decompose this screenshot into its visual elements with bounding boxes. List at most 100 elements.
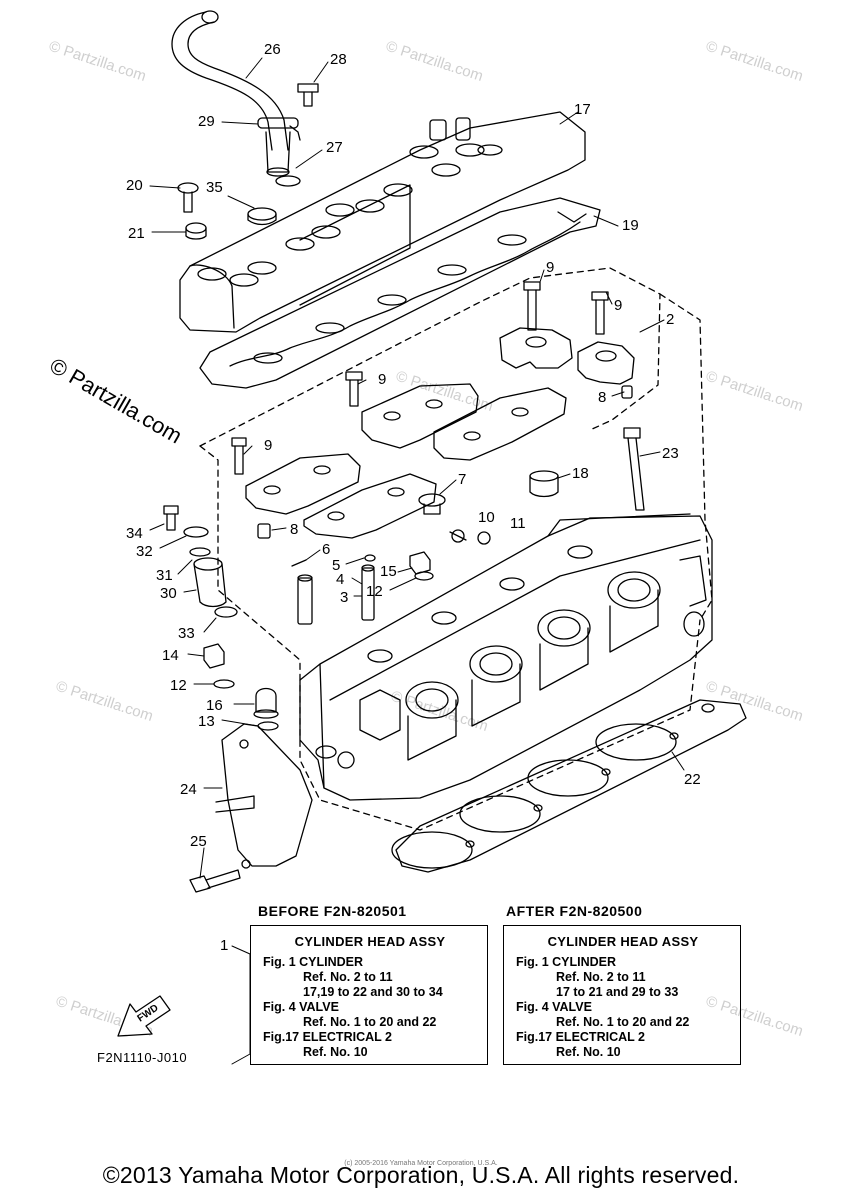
callout-12: 12 [366, 583, 383, 600]
callout-5: 5 [332, 557, 340, 574]
assy-outline-right [659, 293, 713, 621]
callout-8: 8 [290, 521, 298, 538]
callout-21: 21 [128, 225, 145, 242]
watermark: © Partzilla.com [47, 38, 148, 85]
valve-guide-4 [297, 574, 313, 625]
callout-20: 20 [126, 177, 143, 194]
cylinder-head-cover-17 [179, 111, 586, 333]
callout-35: 35 [206, 179, 223, 196]
before-ref-line: Ref. No. 10 [303, 1045, 368, 1059]
washer-12 [414, 571, 434, 581]
dowel-pin-8 [621, 385, 633, 399]
callout-25: 25 [190, 833, 207, 850]
dowel-pin-8 [257, 523, 271, 539]
callout-3: 3 [340, 589, 348, 606]
cap-nut-16 [253, 687, 279, 719]
before-fig-row: Fig.17 ELECTRICAL 2 [263, 1030, 392, 1044]
cylinder-head-main [299, 513, 713, 801]
bolt-28 [297, 83, 319, 107]
callout-10: 10 [478, 509, 495, 526]
breather-hose-26 [171, 10, 301, 177]
callout-9: 9 [264, 437, 272, 454]
sleeve-30 [193, 557, 227, 608]
before-ref-line: Ref. No. 1 to 20 and 22 [303, 1015, 437, 1029]
after-fig-row: Fig. 4 VALVE [516, 1000, 592, 1014]
before-fig-row: Fig. 4 VALVE [263, 1000, 339, 1014]
bolt-20 [177, 182, 199, 213]
callout-4: 4 [336, 571, 344, 588]
after-reference-box: CYLINDER HEAD ASSY Fig. 1 CYLINDER Ref. … [503, 925, 741, 1065]
callout-17: 17 [574, 101, 591, 118]
bolts-9-top [163, 281, 609, 531]
callout-14: 14 [162, 647, 179, 664]
callout-12: 12 [170, 677, 187, 694]
callout-2: 2 [666, 311, 674, 328]
bolt-25 [189, 869, 241, 893]
callout-8: 8 [598, 389, 606, 406]
callout-1: 1 [220, 937, 228, 954]
callout-34: 34 [126, 525, 143, 542]
washer-12 [213, 679, 235, 689]
bolt-23 [623, 427, 645, 511]
callout-7: 7 [458, 471, 466, 488]
nut-15 [409, 551, 431, 575]
before-heading: BEFORE F2N-820501 [258, 903, 407, 919]
callout-31: 31 [156, 567, 173, 584]
cover-gasket-19 [199, 197, 601, 389]
watermark-layer: © Partzilla.com © Partzilla.com © Partzi… [46, 38, 806, 1040]
callout-9: 9 [546, 259, 554, 276]
plug-35 [247, 207, 277, 226]
washer-11 [477, 531, 491, 545]
callout-26: 26 [264, 41, 281, 58]
grommet-21 [185, 222, 207, 240]
o-ring-31 [189, 547, 211, 557]
assy-2-outline [199, 267, 661, 447]
callout-22: 22 [684, 771, 701, 788]
cam-caps-lower [245, 453, 437, 539]
watermark-large: © Partzilla.com [46, 353, 187, 449]
before-box-title: CYLINDER HEAD ASSY [294, 934, 446, 949]
callout-9: 9 [614, 297, 622, 314]
callout-11: 11 [510, 515, 526, 532]
callout-24: 24 [180, 781, 197, 798]
callout-28: 28 [330, 51, 347, 68]
callout-32: 32 [136, 543, 153, 560]
callout-33: 33 [178, 625, 195, 642]
after-ref-line: 17 to 21 and 29 to 33 [556, 985, 679, 999]
callout-13: 13 [198, 713, 215, 730]
pin-6 [291, 559, 307, 567]
o-ring-33 [214, 606, 238, 618]
copyright-small: (c) 2005-2016 Yamaha Motor Corporation, … [344, 1160, 498, 1167]
after-box-title: CYLINDER HEAD ASSY [547, 934, 699, 949]
o-ring-27 [275, 175, 301, 187]
callout-23: 23 [662, 445, 679, 462]
before-ref-line: Ref. No. 2 to 11 [303, 970, 393, 984]
watermark: © Partzilla.com [389, 688, 490, 735]
before-ref-line: 17,19 to 22 and 30 to 34 [303, 985, 443, 999]
callout-19: 19 [622, 217, 639, 234]
callout-6: 6 [322, 541, 330, 558]
nut-14 [203, 643, 225, 669]
after-fig-row: Fig.17 ELECTRICAL 2 [516, 1030, 645, 1044]
after-ref-line: Ref. No. 1 to 20 and 22 [556, 1015, 690, 1029]
valve-guide-3 [361, 564, 375, 621]
collar-18 [529, 470, 559, 498]
fwd-arrow-icon: FWD [117, 995, 171, 1037]
callout-27: 27 [326, 139, 343, 156]
callout-9: 9 [378, 371, 386, 388]
plate-24 [215, 723, 313, 869]
head-gasket-22 [391, 699, 747, 873]
clip-5 [364, 554, 376, 562]
callout-30: 30 [160, 585, 177, 602]
watermark: © Partzilla.com [384, 38, 485, 85]
watermark: © Partzilla.com [704, 38, 805, 85]
after-heading: AFTER F2N-820500 [506, 903, 643, 919]
callout-labels: 26 28 29 27 17 20 35 19 21 9 9 2 9 8 9 2… [126, 41, 701, 954]
callout-18: 18 [572, 465, 589, 482]
assy-outline [199, 445, 701, 831]
callout-16: 16 [206, 697, 223, 714]
callout-29: 29 [198, 113, 215, 130]
watermark: © Partzilla.com [54, 678, 155, 725]
